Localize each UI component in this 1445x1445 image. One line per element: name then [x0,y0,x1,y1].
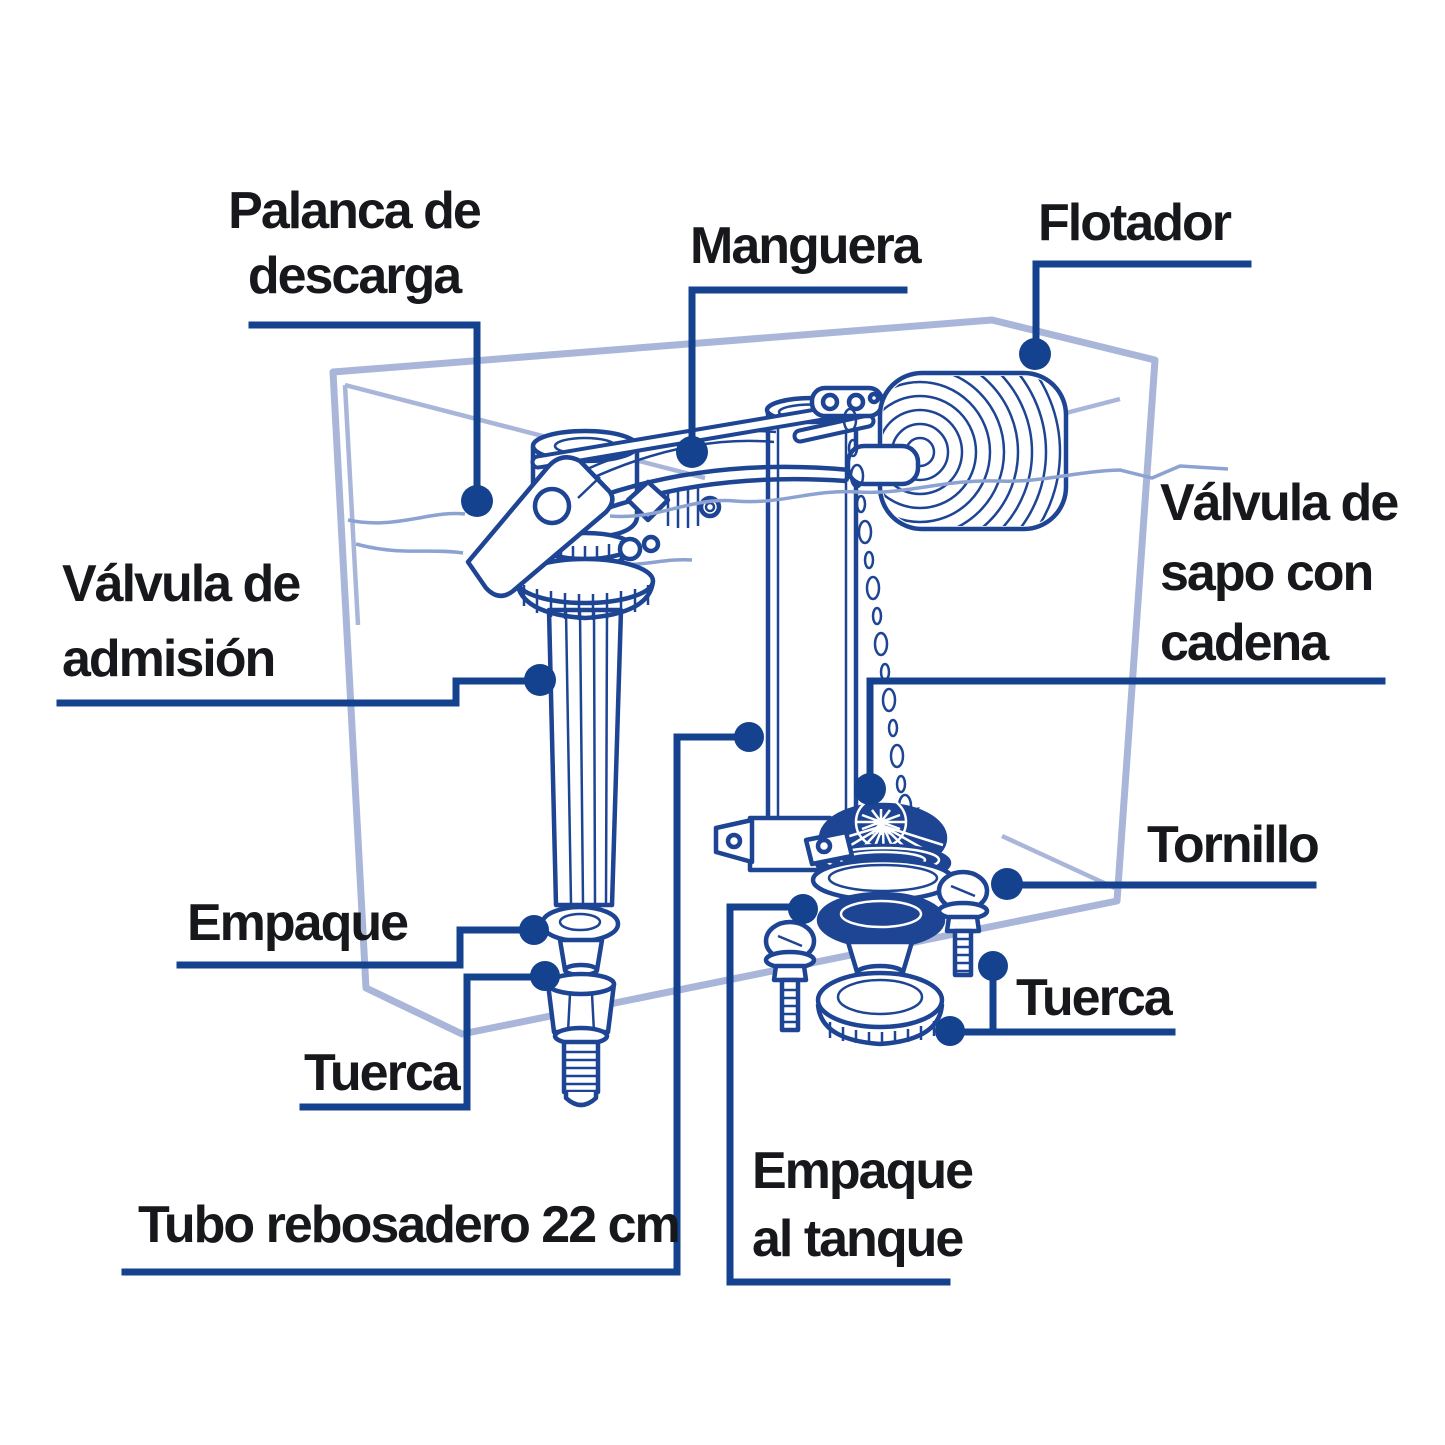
float [845,370,1069,532]
label-palanca-de-descarga: Palanca de descarga [228,182,482,305]
tank-bottom-inner-edge [1001,833,1116,891]
label-empaque-al-tanque: Empaque al tanque [752,1142,974,1268]
leader-dot-tuerca-derecha-a [978,951,1008,981]
label-valvula-de-sapo-con-cadena: Válvula de sapo con cadena [1160,474,1399,673]
leader-dot-empaque [519,915,549,945]
leader-dot-tuerca-derecha-b [935,1016,965,1046]
ring-nut [815,970,945,1047]
leader-valvula-admision [56,677,532,707]
label-flotador: Flotador [1038,194,1232,252]
leader-dot-palanca [461,485,493,517]
leader-dot-manguera [676,436,708,468]
label-tubo-rebosadero: Tubo rebosadero 22 cm [138,1196,681,1254]
label-manguera: Manguera [690,217,922,275]
fill-valve-shaft [546,607,624,908]
leader-flotador [1032,260,1252,346]
lever-paddle [465,455,615,598]
label-tornillo: Tornillo [1147,816,1320,874]
float-arm-socket [845,443,921,487]
bolt-right [936,869,990,978]
water-line [347,464,1229,525]
label-tuerca-derecha: Tuerca [1016,969,1173,1027]
leader-dot-tuerca-izquierda [530,961,560,991]
label-empaque: Empaque [187,894,409,952]
leader-lines [56,260,1386,1286]
tank-outline [329,316,1159,1038]
leader-dot-empaque-tanque [788,894,818,924]
leader-tubo-rebosadero [121,733,744,1276]
label-tuerca-izquierda: Tuerca [304,1044,461,1102]
leader-tuerca-izquierda [299,973,539,1111]
flush-valve-seat [810,857,956,1047]
label-valvula-de-admision: Válvula de admisión [62,555,301,689]
shank-gasket [539,904,621,944]
fill-valve-fitting [539,904,621,1108]
leader-empaque [176,926,528,969]
leader-dot-valvula-admision [524,664,556,696]
leader-dot-tubo-rebosadero [734,722,764,752]
leader-manguera [688,286,908,444]
leader-dot-valvula-sapo [854,773,886,805]
leader-empaque-tanque [726,903,951,1286]
bolt-left [763,919,817,1033]
fill-valve-crown [514,556,656,621]
leader-dot-tornillo [991,868,1023,900]
leader-dot-flotador [1019,338,1051,370]
leader-valvula-sapo [866,677,1386,781]
leader-palanca [248,321,481,493]
